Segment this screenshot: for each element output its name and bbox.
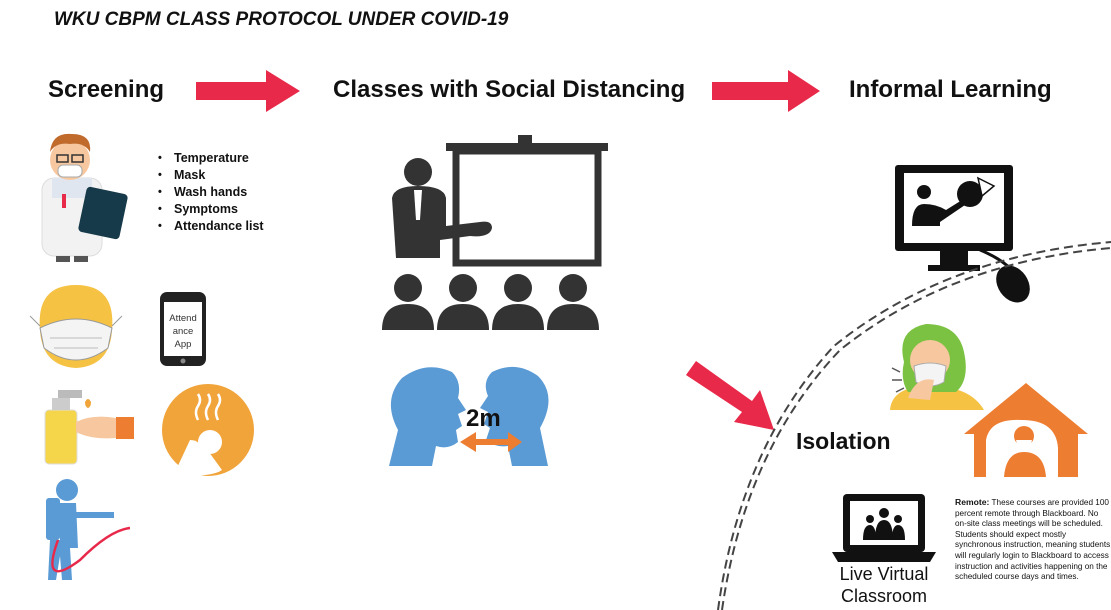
list-item: Symptoms xyxy=(158,201,264,218)
disinfection-sprayer-icon xyxy=(46,479,131,580)
attendance-app-phone-icon xyxy=(160,292,206,366)
arrow-classes-to-informal xyxy=(712,70,820,112)
arrow-to-isolation xyxy=(686,361,774,430)
stage-screening-heading: Screening xyxy=(48,76,165,103)
symptoms-icon xyxy=(162,384,254,476)
arrow-screening-to-classes xyxy=(196,70,300,112)
isolation-boundary-line xyxy=(717,241,1111,610)
list-item: Mask xyxy=(158,167,264,184)
audience-icon xyxy=(382,274,599,330)
distance-label: 2m xyxy=(466,405,501,432)
remote-heading: Remote: xyxy=(955,497,990,507)
remote-text: These courses are provided 100 percent r… xyxy=(955,498,1111,582)
isolation-label: Isolation xyxy=(796,428,891,454)
remote-description: Remote: These courses are provided 100 p… xyxy=(955,497,1111,583)
attendance-app-label: Attend ance App xyxy=(169,313,197,350)
stay-home-house-icon xyxy=(964,383,1088,477)
screening-checklist: Temperature Mask Wash hands Symptoms Att… xyxy=(158,150,264,235)
online-presentation-monitor-icon xyxy=(895,165,1030,303)
stage-informal-heading: Informal Learning xyxy=(849,76,1052,103)
stage-classes-heading: Classes with Social Distancing xyxy=(333,76,686,103)
list-item: Attendance list xyxy=(158,218,264,235)
virtual-classroom-label: Live Virtual Classroom xyxy=(839,564,929,606)
page-title: WKU CBPM CLASS PROTOCOL UNDER COVID-19 xyxy=(54,9,509,30)
hand-wash-icon xyxy=(44,390,134,465)
sick-person-icon xyxy=(890,324,984,410)
doctor-icon xyxy=(41,133,128,262)
face-mask-icon xyxy=(29,285,123,368)
list-item: Temperature xyxy=(158,150,264,167)
virtual-classroom-laptop-icon xyxy=(832,494,936,562)
presenter-screen-icon xyxy=(392,135,608,267)
distance-arrow-icon xyxy=(460,432,522,452)
list-item: Wash hands xyxy=(158,184,264,201)
